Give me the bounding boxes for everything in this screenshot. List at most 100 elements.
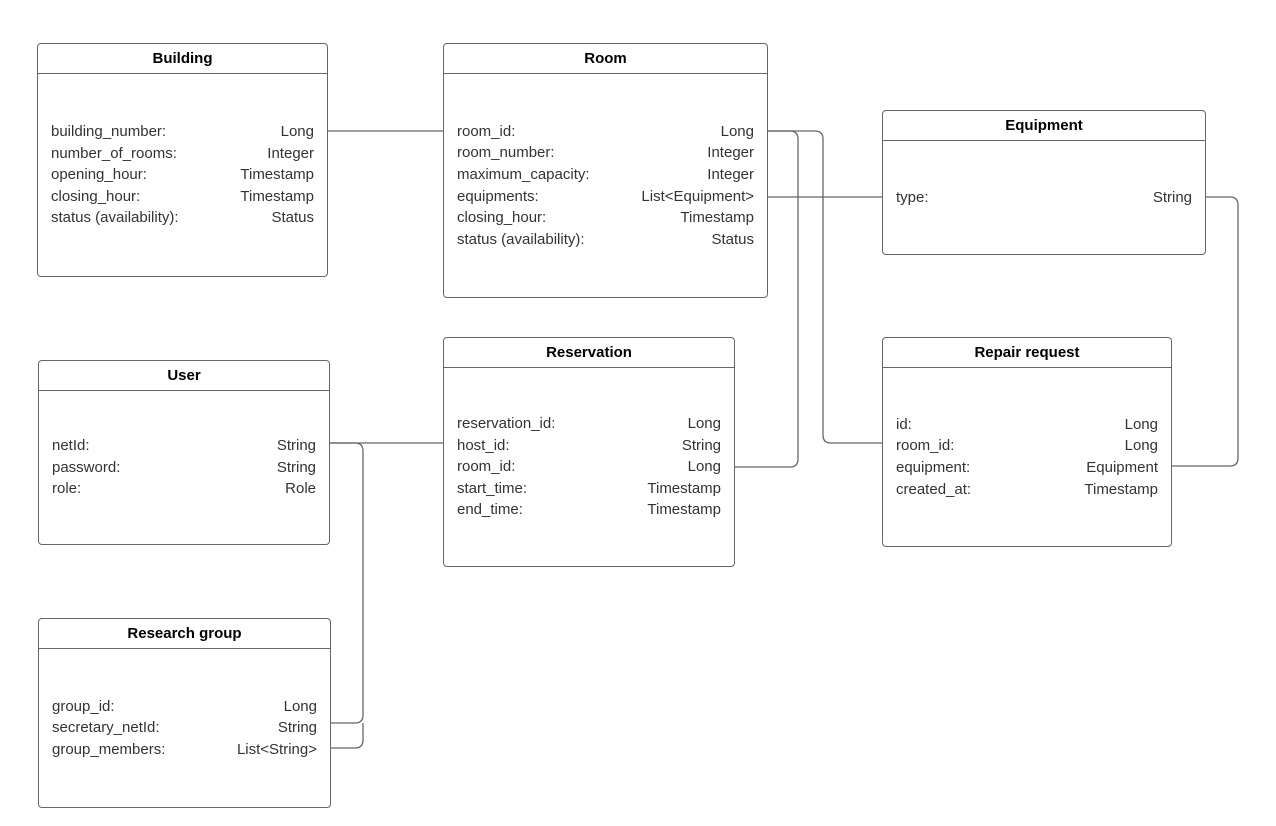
field-row: group_id: Long (52, 696, 317, 718)
field-type: Integer (707, 165, 754, 183)
field-row: host_id: String (457, 435, 721, 457)
entity-title: Repair request (883, 338, 1171, 368)
connector-user-research-group-secretary (330, 442, 364, 724)
entity-title: Equipment (883, 111, 1205, 141)
field-row: password: String (52, 457, 316, 479)
field-type: Long (687, 458, 721, 476)
field-type: Status (271, 209, 314, 227)
field-name: maximum_capacity: (457, 165, 590, 183)
field-row: closing_hour: Timestamp (51, 186, 314, 208)
field-name: netId: (52, 437, 90, 455)
entity-repair-request: Repair request id: Long room_id: Long equipm… (882, 337, 1172, 547)
field-name: status (availability): (51, 209, 179, 227)
field-name: opening_hour: (51, 166, 147, 184)
field-type: Long (1124, 437, 1158, 455)
field-name: type: (896, 188, 929, 206)
field-row: opening_hour: Timestamp (51, 164, 314, 186)
field-type: Timestamp (647, 501, 721, 519)
field-row: group_members: List<String> (52, 739, 317, 761)
field-name: created_at: (896, 480, 972, 498)
connector-room-repair-request (768, 130, 882, 444)
field-row: status (availability): Status (457, 229, 754, 251)
field-type: Timestamp (240, 187, 314, 205)
connector-user-research-group-members (331, 723, 364, 749)
field-name: status (availability): (457, 230, 585, 248)
field-row: id: Long (896, 414, 1158, 436)
field-type: String (276, 458, 316, 476)
field-type: String (681, 436, 721, 454)
field-name: room_id: (457, 458, 516, 476)
entity-building: Building building_number: Long number_of_r… (37, 43, 328, 277)
entity-title: User (39, 361, 329, 391)
field-row: status (availability): Status (51, 207, 314, 229)
field-name: role: (52, 480, 82, 498)
field-name: room_number: (457, 144, 555, 162)
field-type: Long (687, 415, 721, 433)
field-type: String (277, 719, 317, 737)
entity-fields: building_number: Long number_of_rooms: Inte… (38, 74, 327, 276)
field-row: number_of_rooms: Integer (51, 143, 314, 165)
entity-title: Reservation (444, 338, 734, 368)
field-type: Role (285, 480, 316, 498)
field-type: Long (1124, 415, 1158, 433)
field-type: Long (283, 697, 317, 715)
field-type: List<String> (236, 740, 317, 758)
entity-fields: reservation_id: Long host_id: String room_id… (444, 368, 734, 566)
field-name: closing_hour: (51, 187, 141, 205)
field-name: secretary_netId: (52, 719, 160, 737)
field-row: room_id: Long (457, 121, 754, 143)
field-row: secretary_netId: String (52, 717, 317, 739)
field-row: equipments: List<Equipment> (457, 186, 754, 208)
field-type: Long (720, 122, 754, 140)
field-row: room_id: Long (896, 435, 1158, 457)
field-name: building_number: (51, 123, 167, 141)
field-row: building_number: Long (51, 121, 314, 143)
field-row: netId: String (52, 435, 316, 457)
entity-title: Building (38, 44, 327, 74)
entity-title: Room (444, 44, 767, 74)
field-type: Integer (267, 144, 314, 162)
field-name: end_time: (457, 501, 523, 519)
entity-fields: id: Long room_id: Long equipment: Equipment cr… (883, 368, 1171, 546)
field-name: room_id: (457, 122, 516, 140)
field-type: Timestamp (647, 479, 721, 497)
field-name: equipment: (896, 459, 971, 476)
field-type: Status (711, 230, 754, 248)
field-type: String (276, 437, 316, 455)
entity-reservation: Reservation reservation_id: Long host_id: S… (443, 337, 735, 567)
field-row: role: Role (52, 478, 316, 500)
field-name: host_id: (457, 436, 510, 454)
field-type: Timestamp (240, 166, 314, 184)
field-type: List<Equipment> (641, 187, 754, 205)
entity-fields: netId: String password: String role: Role (39, 391, 329, 544)
field-row: equipment: Equipment (896, 457, 1158, 479)
field-name: start_time: (457, 479, 528, 497)
field-name: reservation_id: (457, 415, 556, 433)
field-row: maximum_capacity: Integer (457, 164, 754, 186)
field-type: String (1152, 188, 1192, 206)
field-name: password: (52, 458, 121, 476)
field-name: group_members: (52, 740, 166, 758)
entity-equipment: Equipment type: String (882, 110, 1206, 255)
field-name: id: (896, 415, 912, 433)
field-type: Timestamp (680, 209, 754, 227)
entity-research-group: Research group group_id: Long secretary_ne… (38, 618, 331, 808)
field-name: group_id: (52, 697, 115, 715)
field-type: Timestamp (1084, 480, 1158, 498)
entity-user: User netId: String password: String role: Rol… (38, 360, 330, 545)
field-name: room_id: (896, 437, 955, 455)
field-row: closing_hour: Timestamp (457, 207, 754, 229)
field-name: closing_hour: (457, 209, 547, 227)
field-row: reservation_id: Long (457, 413, 721, 435)
field-row: end_time: Timestamp (457, 499, 721, 521)
entity-title: Research group (39, 619, 330, 649)
field-type: Long (280, 123, 314, 141)
field-name: number_of_rooms: (51, 144, 177, 162)
field-type: Integer (707, 144, 754, 162)
field-name: equipments: (457, 187, 539, 205)
field-type: Equipment (1086, 459, 1158, 476)
field-row: type: String (896, 187, 1192, 209)
